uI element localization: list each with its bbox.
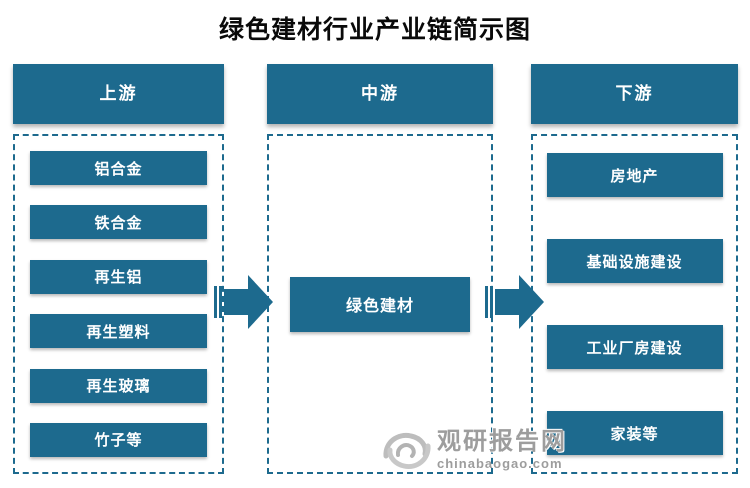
flow-arrow-right-icon	[214, 275, 273, 329]
watermark-text: 观研报告网 chinabaogao.com	[437, 430, 567, 470]
column-midstream: 中游 绿色建材	[267, 64, 493, 474]
chain-item: 铁合金	[30, 205, 207, 240]
swirl-logo-icon	[383, 432, 431, 470]
chain-item: 铝合金	[30, 151, 207, 185]
chain-item: 再生玻璃	[30, 368, 207, 403]
chain-item: 竹子等	[30, 422, 207, 457]
page-title: 绿色建材行业产业链简示图	[218, 17, 531, 44]
watermark-url: chinabaogao.com	[437, 456, 563, 471]
column-upstream: 上游 铝合金铁合金再生铝再生塑料再生玻璃竹子等	[13, 64, 224, 474]
chain-item: 家装等	[546, 411, 723, 455]
upstream-header: 上游	[13, 64, 224, 124]
midstream-header: 中游	[267, 64, 493, 124]
watermark: 观研报告网 chinabaogao.com	[381, 428, 567, 472]
midstream-item-list: 绿色建材	[267, 134, 493, 474]
watermark-name: 观研报告网	[437, 429, 567, 455]
downstream-header: 下游	[531, 64, 738, 124]
upstream-item-list: 铝合金铁合金再生铝再生塑料再生玻璃竹子等	[13, 134, 224, 474]
chain-item: 房地产	[546, 153, 723, 197]
chain-item: 工业厂房建设	[546, 325, 723, 369]
downstream-item-list: 房地产基础设施建设工业厂房建设家装等	[531, 134, 738, 474]
chain-item: 基础设施建设	[546, 239, 723, 283]
chain-item: 再生铝	[30, 259, 207, 294]
chain-item: 绿色建材	[290, 276, 470, 332]
chain-item: 再生塑料	[30, 314, 207, 349]
column-downstream: 下游 房地产基础设施建设工业厂房建设家装等	[531, 64, 738, 474]
flow-arrow-right-icon	[485, 275, 544, 329]
